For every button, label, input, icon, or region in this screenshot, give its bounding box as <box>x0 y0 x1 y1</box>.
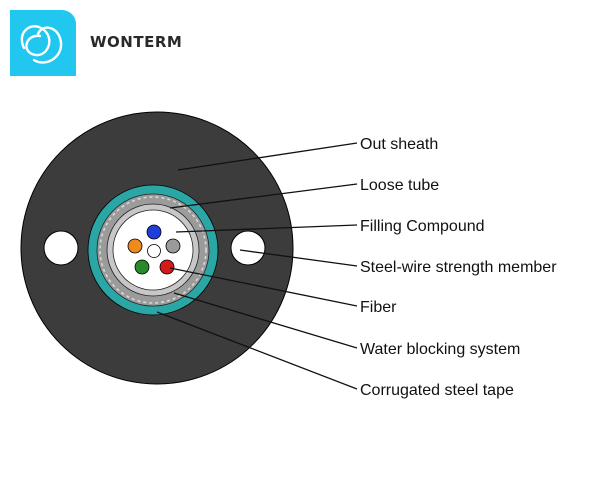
leader-out-sheath <box>177 142 358 171</box>
steel-wire-left <box>43 230 79 266</box>
label-steel-wire: Steel-wire strength member <box>360 259 557 276</box>
corrugation-pattern <box>99 196 207 304</box>
label-loose-tube: Loose tube <box>360 177 439 194</box>
logo <box>10 10 76 76</box>
label-filling-compound: Filling Compound <box>360 218 485 235</box>
label-water-blocking: Water blocking system <box>360 341 520 358</box>
label-out-sheath: Out sheath <box>360 136 438 153</box>
leader-steel-wire <box>239 249 358 267</box>
fiber-gray <box>165 238 181 254</box>
label-fiber: Fiber <box>360 299 397 316</box>
leader-filling-compound <box>175 224 358 233</box>
fiber-green <box>134 259 150 275</box>
fiber-red <box>159 259 175 275</box>
fiber-orange <box>127 238 143 254</box>
leader-water-blocking <box>173 292 358 349</box>
leader-corrugated-tape <box>156 311 358 390</box>
fiber-white <box>147 244 161 258</box>
logo-mark-icon <box>20 25 63 64</box>
label-corrugated-tape: Corrugated steel tape <box>360 382 514 399</box>
steel-wire-right <box>230 230 266 266</box>
leader-loose-tube <box>169 183 358 209</box>
fiber-blue <box>146 224 162 240</box>
leader-fiber <box>169 267 358 307</box>
brand-name: WONTERM <box>90 33 183 51</box>
